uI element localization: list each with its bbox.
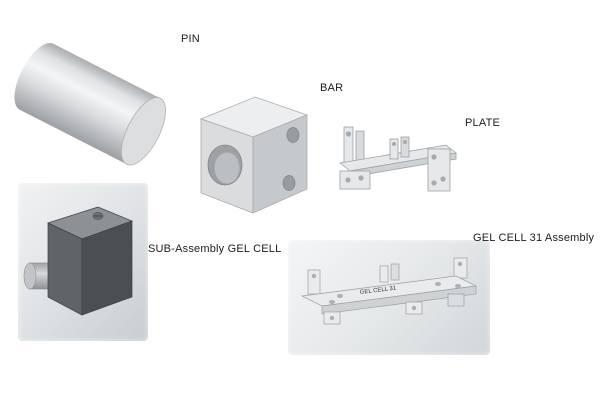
plate-bracket-image <box>339 126 457 192</box>
gel-cell-assembly-label: GEL CELL 31 Assembly <box>473 232 595 244</box>
gel-cell-assembly-image: GEL CELL 31 <box>300 257 478 325</box>
pin-cylinder-image <box>14 43 166 166</box>
sub-assembly-block-image <box>23 206 133 316</box>
plate-label: PLATE <box>465 117 501 129</box>
sub-assembly-render-panel <box>18 183 148 341</box>
bar-block-image <box>199 96 309 214</box>
plate-3d-render <box>328 105 463 240</box>
gel-cell-assembly-render-panel: GEL CELL 31 <box>288 240 490 355</box>
pin-3d-render <box>5 22 175 187</box>
bar-3d-render <box>183 85 313 225</box>
bar-label: BAR <box>320 82 344 94</box>
sub-assembly-label: SUB-Assembly GEL CELL <box>148 243 282 255</box>
pin-label: PIN <box>181 33 200 45</box>
part-marking-text: GEL CELL 31 <box>360 285 398 295</box>
